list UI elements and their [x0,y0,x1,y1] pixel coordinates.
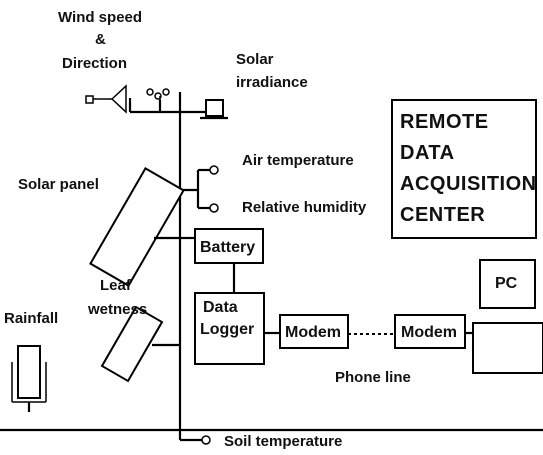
remote-center-line4: CENTER [400,204,485,226]
rain-gauge-icon [11,345,47,412]
phone-line-label: Phone line [335,369,411,386]
solar-label: Solar [236,51,274,68]
leaf-wetness-sensor-icon [100,305,180,383]
data-logger-label-line1: Data [203,299,238,316]
soil-temperature-sensor-icon [201,435,211,445]
solar-panel-label: Solar panel [18,176,99,193]
relative-humidity-label: Relative humidity [242,199,367,216]
humidity-sensor-icon [209,203,219,213]
wind-vane-icon [85,84,127,114]
wind-speed-label: Wind speed [58,9,142,26]
modem-right-label: Modem [401,324,457,341]
wetness-label: wetness [87,301,147,318]
air-temperature-label: Air temperature [242,152,354,169]
computer-base [472,322,543,374]
air-temperature-sensor-icon [209,165,219,175]
battery-box [194,228,264,264]
remote-center-line2: DATA [400,142,455,164]
modem-left-label: Modem [285,324,341,341]
rainfall-label: Rainfall [4,310,58,327]
remote-center-line1: REMOTE [400,111,489,133]
battery-label: Battery [200,239,255,256]
leaf-label: Leaf [100,277,132,294]
soil-temperature-label: Soil temperature [224,433,342,450]
data-logger-label-line2: Logger [200,321,254,338]
solar-panel-icon [89,167,185,287]
pc-label: PC [495,275,518,292]
data-logger-box [194,292,265,365]
remote-center-box [391,99,537,239]
modem-left-box [279,314,349,349]
pyranometer-icon [200,99,228,120]
soil-probe [178,435,211,445]
ampersand-label: & [95,31,106,48]
air-sensor-bracket [180,168,210,210]
direction-label: Direction [62,55,127,72]
anemometer-icon [146,88,170,100]
remote-center-line3: ACQUISITION [400,173,537,195]
irradiance-label: irradiance [236,74,308,91]
modem-right-box [394,314,466,349]
pc-monitor [479,259,536,309]
